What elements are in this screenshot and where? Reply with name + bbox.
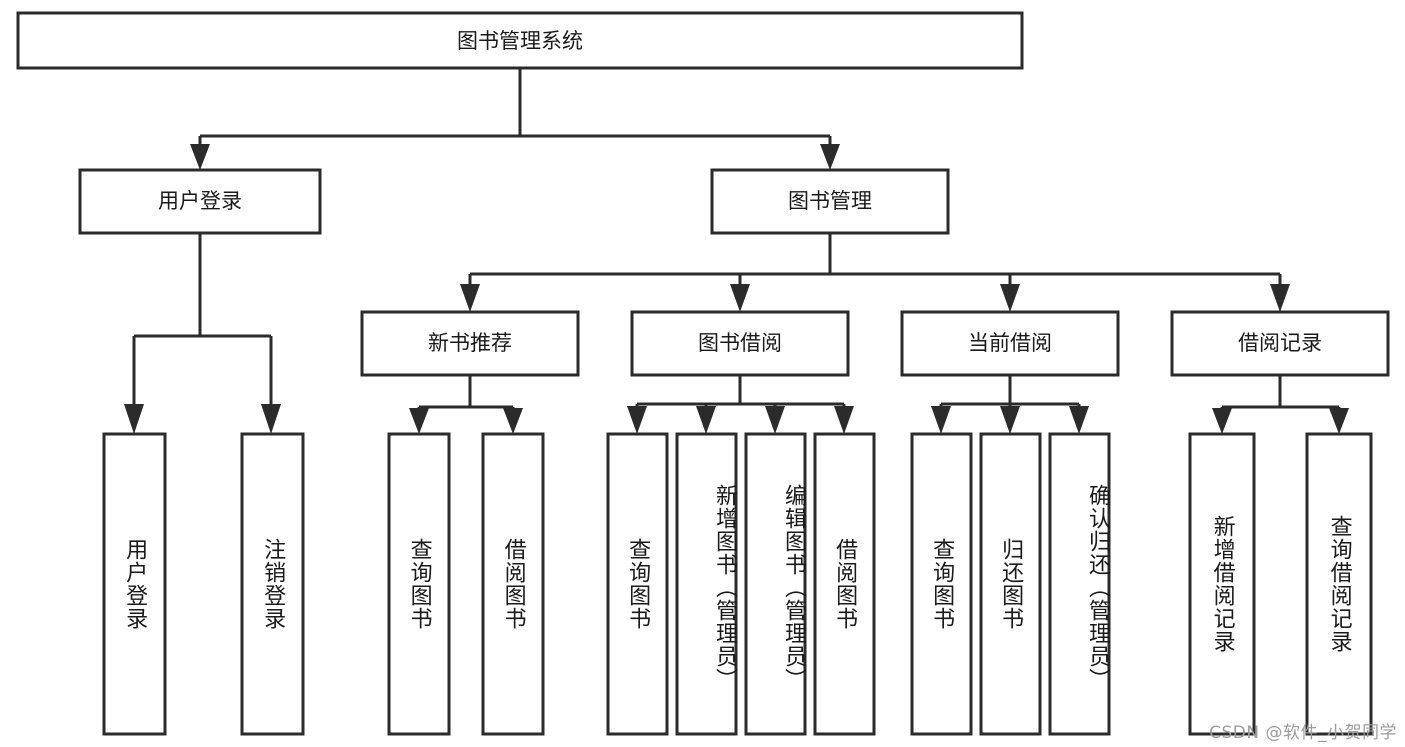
node-box-current-borrow[interactable] bbox=[900, 310, 1120, 377]
node-box-book-borrow[interactable] bbox=[630, 310, 850, 377]
arrowhead-bb-leaf1 bbox=[627, 406, 647, 434]
arrowhead-current-borrow bbox=[1000, 284, 1020, 312]
watermark-text: CSDN @软件_小贺同学 bbox=[1209, 723, 1397, 743]
node-box-leaf-bb-add-book[interactable] bbox=[675, 432, 738, 736]
node-box-leaf-cb-return-book[interactable] bbox=[979, 432, 1042, 736]
node-label-book-borrow: 图书借阅 bbox=[698, 331, 782, 355]
node-box-leaf-br-query-record[interactable] bbox=[1305, 432, 1373, 736]
arrowhead-br-leaf1 bbox=[1212, 408, 1232, 434]
arrowhead-bb-leaf3 bbox=[765, 406, 785, 434]
node-label-book-management: 图书管理 bbox=[788, 189, 872, 213]
node-box-leaf-nbr-borrow-book[interactable] bbox=[481, 432, 545, 736]
connector-group-user-login bbox=[124, 233, 281, 434]
node-box-leaf-logout[interactable] bbox=[240, 432, 305, 736]
node-box-new-book-recommend[interactable] bbox=[360, 310, 580, 377]
node-box-leaf-cb-query-book[interactable] bbox=[910, 432, 973, 736]
node-label-leaf-cb-query-book: 查询图书 bbox=[929, 538, 955, 630]
arrowhead-book-mgmt bbox=[820, 144, 840, 170]
node-box-leaf-bb-borrow-book[interactable] bbox=[813, 432, 876, 736]
node-label-leaf-user-login: 用户登录 bbox=[122, 538, 148, 630]
arrowhead-cb-leaf2 bbox=[1000, 406, 1020, 434]
node-label-current-borrow: 当前借阅 bbox=[968, 331, 1052, 355]
arrowhead-bb-leaf4 bbox=[834, 406, 854, 434]
node-label-leaf-br-query-record: 查询借阅记录 bbox=[1326, 515, 1352, 653]
connector-group-current-borrow bbox=[931, 375, 1089, 434]
node-label-root: 图书管理系统 bbox=[457, 29, 583, 53]
node-box-root[interactable] bbox=[16, 11, 1024, 70]
node-label-leaf-logout: 注销登录 bbox=[260, 538, 286, 630]
arrowhead-new-book-recommend bbox=[460, 284, 480, 312]
connector-group-new-book-recommend bbox=[409, 375, 523, 434]
arrowhead-leaf-logout bbox=[261, 404, 281, 434]
node-box-leaf-user-login[interactable] bbox=[102, 432, 167, 736]
node-box-leaf-bb-query-book[interactable] bbox=[606, 432, 669, 736]
node-label-leaf-cb-confirm-return: 确认归还（管理员） bbox=[1085, 483, 1110, 691]
connector-group-book-mgmt bbox=[460, 233, 1290, 312]
node-box-leaf-cb-confirm-return[interactable] bbox=[1048, 432, 1111, 736]
connector-group-root bbox=[190, 68, 840, 170]
node-label-user-login: 用户登录 bbox=[158, 189, 242, 213]
node-label-leaf-bb-add-book: 新增图书（管理员） bbox=[712, 483, 737, 691]
arrowhead-bb-leaf2 bbox=[696, 406, 716, 434]
node-label-leaf-bb-edit-book: 编辑图书（管理员） bbox=[781, 483, 806, 691]
connector-group-borrow-record bbox=[1212, 375, 1349, 434]
node-box-leaf-br-add-record[interactable] bbox=[1188, 432, 1256, 736]
node-label-new-book-recommend: 新书推荐 bbox=[428, 331, 512, 355]
arrowhead-br-leaf2 bbox=[1329, 408, 1349, 434]
node-label-leaf-nbr-query-book: 查询图书 bbox=[406, 538, 432, 630]
arrowhead-borrow-record bbox=[1270, 284, 1290, 312]
connector-group-book-borrow bbox=[627, 375, 854, 434]
arrowhead-cb-leaf3 bbox=[1069, 406, 1089, 434]
node-box-leaf-nbr-query-book[interactable] bbox=[387, 432, 451, 736]
node-box-borrow-record[interactable] bbox=[1170, 310, 1390, 377]
arrowhead-nbr-leaf1 bbox=[409, 408, 429, 434]
arrowhead-cb-leaf1 bbox=[931, 406, 951, 434]
node-box-book-management[interactable] bbox=[710, 168, 950, 235]
node-box-user-login[interactable] bbox=[78, 168, 322, 235]
node-label-leaf-bb-query-book: 查询图书 bbox=[625, 538, 651, 630]
node-label-borrow-record: 借阅记录 bbox=[1238, 331, 1322, 355]
node-label-leaf-bb-borrow-book: 借阅图书 bbox=[832, 538, 858, 630]
arrowhead-user-login bbox=[190, 144, 210, 170]
node-box-leaf-bb-edit-book[interactable] bbox=[744, 432, 807, 736]
arrowhead-book-borrow bbox=[730, 284, 750, 312]
arrowhead-leaf-user-login bbox=[124, 404, 144, 434]
node-label-leaf-nbr-borrow-book: 借阅图书 bbox=[500, 538, 526, 630]
node-label-leaf-br-add-record: 新增借阅记录 bbox=[1209, 515, 1235, 653]
arrowhead-nbr-leaf2 bbox=[503, 408, 523, 434]
node-label-leaf-cb-return-book: 归还图书 bbox=[998, 538, 1024, 630]
